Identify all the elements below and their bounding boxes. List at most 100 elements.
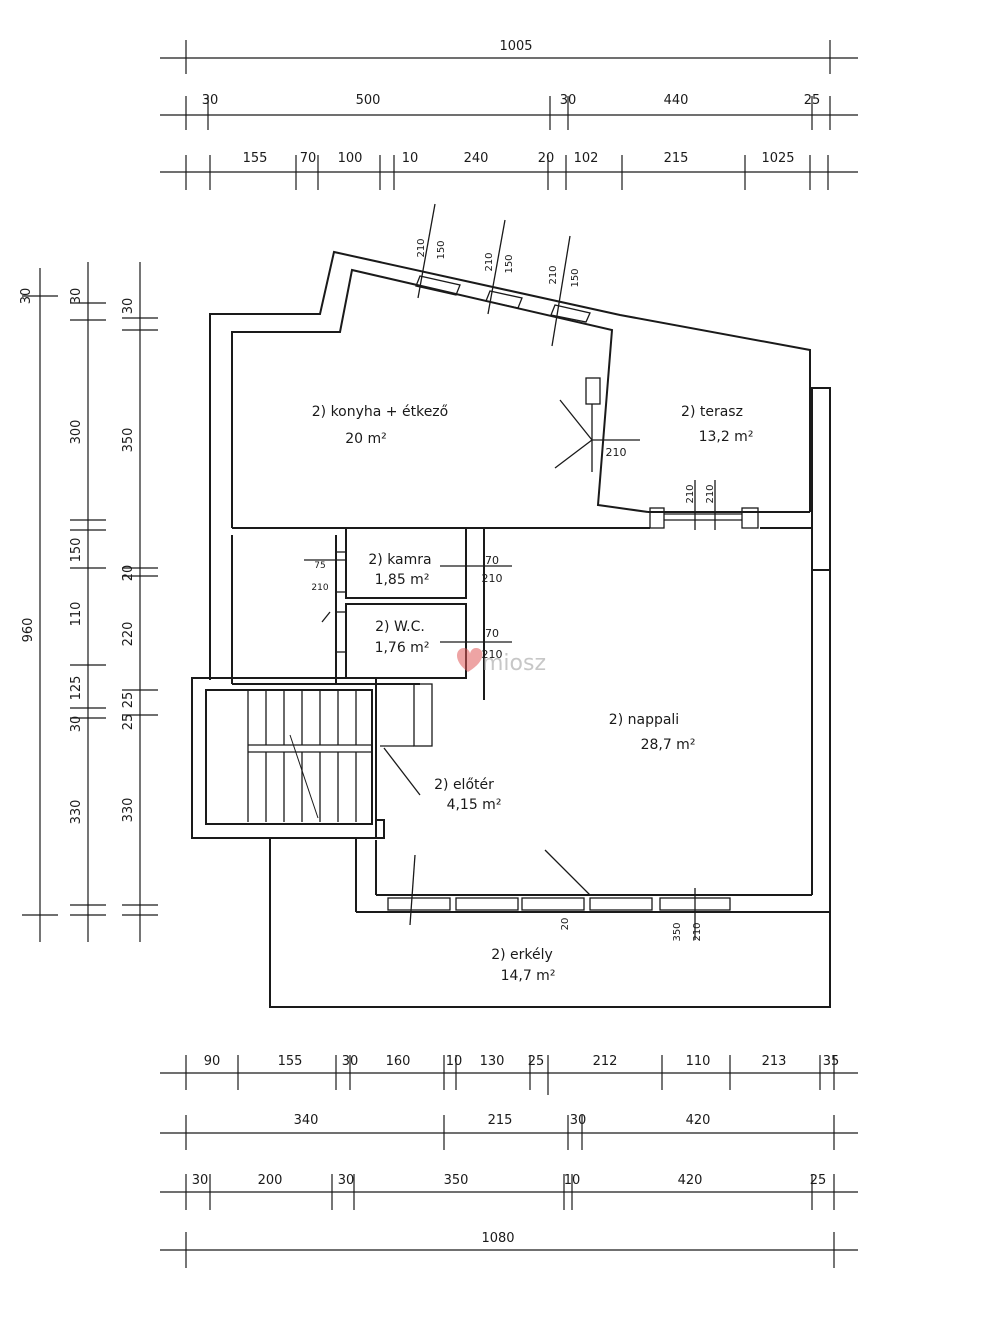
dim-label: 110: [69, 602, 84, 627]
dim-label: 330: [121, 798, 136, 823]
dim-label: 130: [480, 1054, 505, 1069]
dim-label: 200: [258, 1173, 283, 1188]
dim-label: 330: [69, 800, 84, 825]
dim-label: 125: [69, 676, 84, 701]
dim-label: 20: [121, 565, 136, 582]
door-label: 210: [606, 446, 627, 459]
dim-label: 30: [121, 298, 136, 315]
dim-label: 220: [121, 622, 136, 647]
bottom-dimensions: [160, 1055, 858, 1268]
dim-label: 30: [338, 1173, 355, 1188]
window-label: 150: [436, 240, 447, 259]
window-label: 210: [548, 265, 559, 284]
door-label: 70: [485, 554, 499, 567]
watermark-text: miosz: [482, 651, 546, 676]
door-label: 70: [485, 627, 499, 640]
dim-label: 340: [294, 1113, 319, 1128]
top-dimensions: [160, 40, 858, 190]
dim-label: 110: [686, 1054, 711, 1069]
dim-label: 30: [560, 93, 577, 108]
dim-label: 30: [192, 1173, 209, 1188]
dim-label: 160: [386, 1054, 411, 1069]
room-hall-area: 4,15 m²: [447, 797, 502, 813]
dim-label: 155: [243, 151, 268, 166]
door-label: 210: [705, 484, 716, 503]
dim-label: 300: [69, 420, 84, 445]
window-label: 350: [672, 922, 683, 941]
dim-label: 102: [574, 151, 599, 166]
dim-label: 213: [762, 1054, 787, 1069]
room-terrace-area: 13,2 m²: [699, 429, 754, 445]
bottom-dimension-labels: 90 155 30 160 10 130 25 212 110 213 35 3…: [192, 1054, 840, 1246]
room-labels: 2) konyha + étkező 20 m² 2) terasz 13,2 …: [312, 404, 754, 984]
watermark-logo: miosz: [457, 648, 546, 676]
dim-label: 25: [121, 692, 136, 709]
window-label: 210: [692, 922, 703, 941]
dim-label: 30: [69, 716, 84, 733]
dim-label: 155: [278, 1054, 303, 1069]
dim-bottom-total: 1080: [481, 1231, 514, 1246]
dim-label: 420: [686, 1113, 711, 1128]
door-label: 20: [560, 918, 571, 931]
dim-label: 25: [528, 1054, 545, 1069]
dim-label: 90: [204, 1054, 221, 1069]
dim-label: 212: [593, 1054, 618, 1069]
room-kitchen-name: 2) konyha + étkező: [312, 404, 448, 420]
dim-label: 35: [823, 1054, 840, 1069]
walls: [191, 250, 831, 1008]
dim-label: 150: [69, 538, 84, 563]
dim-label: 420: [678, 1173, 703, 1188]
dim-label: 1025: [761, 151, 794, 166]
dim-label: 500: [356, 93, 381, 108]
dim-label: 215: [664, 151, 689, 166]
dim-label: 30: [19, 288, 34, 305]
room-balcony-area: 14,7 m²: [501, 968, 556, 984]
dim-label: 240: [464, 151, 489, 166]
dim-label: 30: [570, 1113, 587, 1128]
staircase: [247, 683, 433, 822]
room-wc-name: 2) W.C.: [375, 619, 425, 635]
dim-label: 25: [121, 714, 136, 731]
room-wc-area: 1,76 m²: [375, 640, 430, 656]
room-hall-name: 2) előtér: [434, 777, 494, 793]
dim-left-total: 960: [21, 618, 36, 643]
room-living-area: 28,7 m²: [641, 737, 696, 753]
dim-label: 10: [402, 151, 419, 166]
dim-label: 440: [664, 93, 689, 108]
openings: [304, 203, 759, 940]
room-terrace-name: 2) terasz: [681, 404, 743, 420]
dim-label: 20: [538, 151, 555, 166]
door-label: 210: [482, 572, 503, 585]
room-kitchen-area: 20 m²: [345, 431, 387, 447]
window-label: 210: [416, 238, 427, 257]
door-label: 210: [685, 484, 696, 503]
dim-label: 100: [338, 151, 363, 166]
window-label: 150: [504, 254, 515, 273]
dim-label: 25: [804, 93, 821, 108]
window-label: 210: [484, 252, 495, 271]
room-pantry-area: 1,85 m²: [375, 572, 430, 588]
window-label: 150: [570, 268, 581, 287]
dim-label: 30: [342, 1054, 359, 1069]
dim-label: 350: [121, 428, 136, 453]
left-dimensions: [22, 262, 158, 942]
left-dimension-labels: 960 30 30 300 150 110 125 30 330 30 350 …: [19, 288, 136, 825]
dim-label: 30: [202, 93, 219, 108]
door-label: 75: [314, 561, 325, 571]
heart-icon: [457, 648, 483, 672]
dim-label: 30: [69, 288, 84, 305]
dim-label: 70: [300, 151, 317, 166]
top-dimension-labels: 1005 30 500 30 440 25 155 70 100 10 240 …: [202, 39, 821, 166]
door-label: 210: [482, 648, 503, 661]
room-living-name: 2) nappali: [609, 712, 679, 728]
dim-label: 10: [446, 1054, 463, 1069]
dim-label: 350: [444, 1173, 469, 1188]
dim-label: 10: [564, 1173, 581, 1188]
dim-top-total: 1005: [499, 39, 532, 54]
opening-labels: 210 150 210 150 210 150 210 210 210 75 2…: [311, 238, 716, 941]
room-pantry-name: 2) kamra: [368, 552, 431, 568]
dim-label: 215: [488, 1113, 513, 1128]
room-balcony-name: 2) erkély: [491, 947, 553, 963]
door-label: 210: [311, 583, 328, 593]
